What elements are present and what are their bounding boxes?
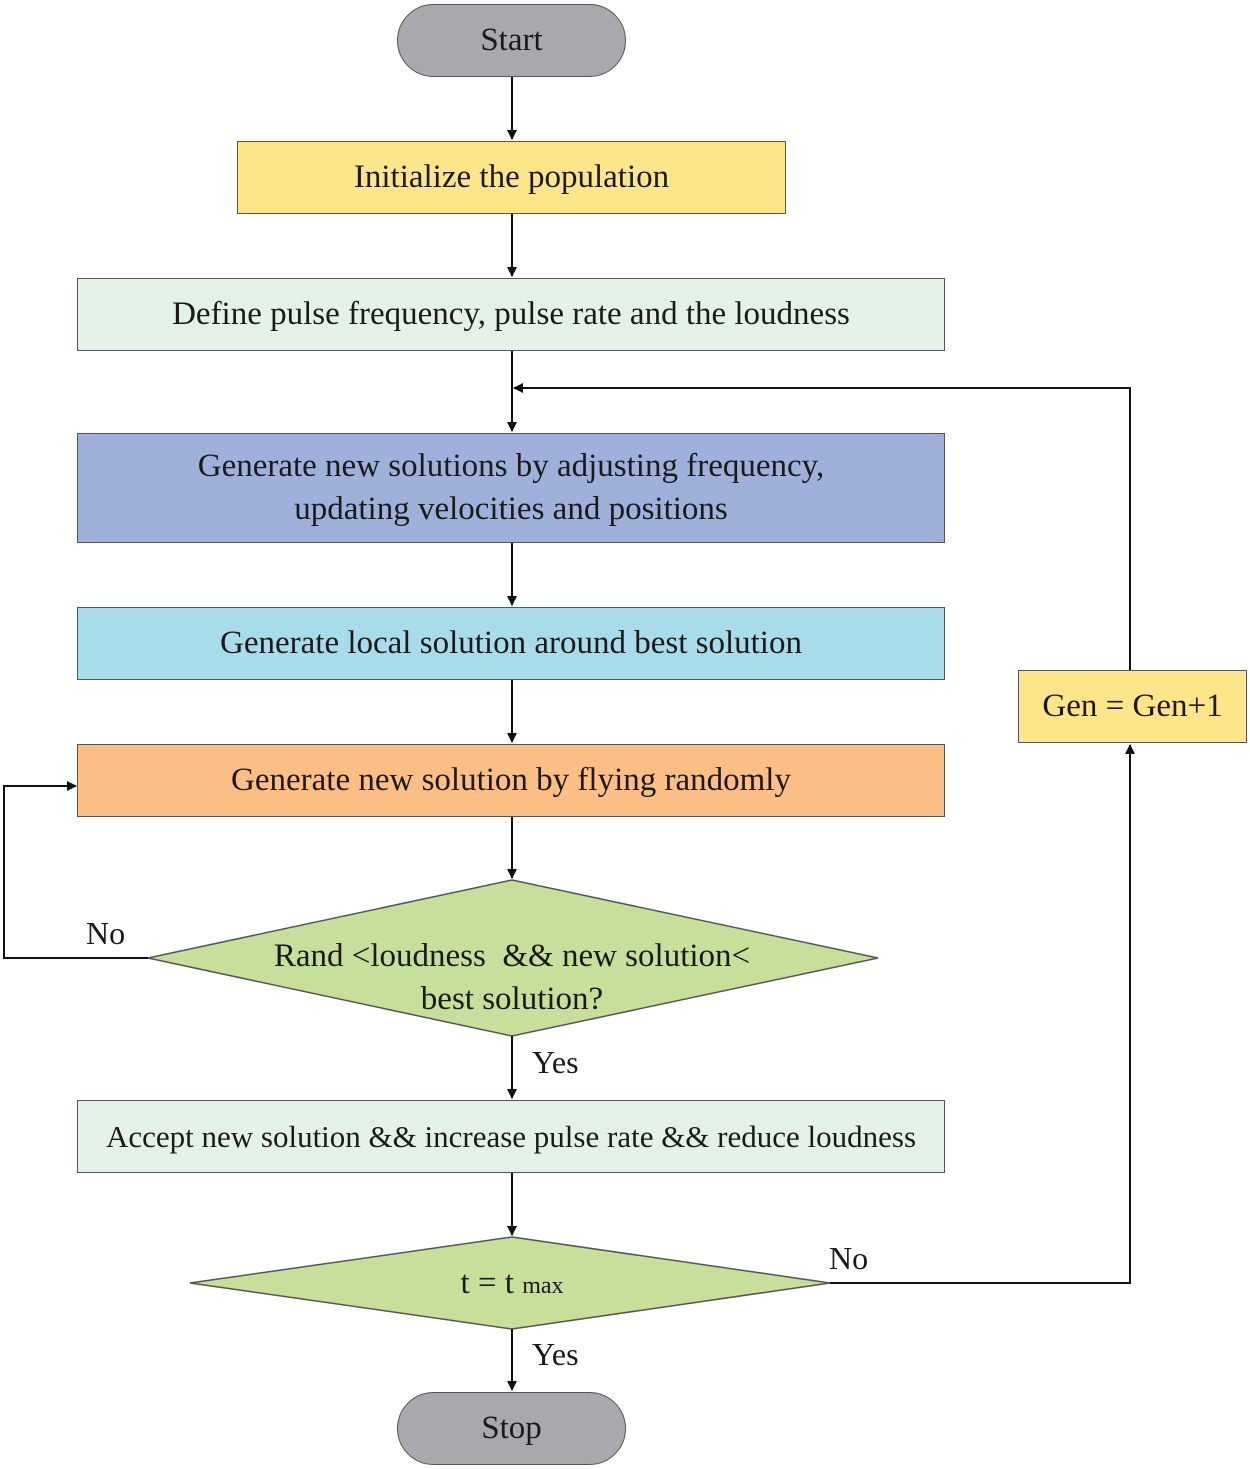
gen-increment-label: Gen = Gen+1	[1042, 688, 1223, 724]
decision-loudness-line2: best solution?	[420, 981, 604, 1017]
decision-loudness-line1: Rand <loudness && new solution<	[273, 938, 751, 974]
accept-solution-label: Accept new solution && increase pulse ra…	[105, 1119, 917, 1154]
local-solution-label: Generate local solution around best solu…	[220, 625, 802, 661]
define-parameters-label: Define pulse frequency, pulse rate and t…	[172, 296, 850, 332]
init-population-label: Initialize the population	[353, 159, 670, 195]
arrow-decision1-no-loop	[3, 781, 148, 959]
decision2-yes-label: Yes	[532, 1336, 579, 1372]
start-label: Start	[480, 22, 543, 58]
gen-increment-box: Gen = Gen+1	[1018, 670, 1247, 743]
stop-label: Stop	[481, 1410, 542, 1446]
decision1-yes-label: Yes	[532, 1044, 579, 1080]
decision-loudness-text: Rand <loudness && new solution< best sol…	[212, 935, 812, 1021]
generate-solutions-line1: Generate new solutions by adjusting freq…	[197, 448, 825, 484]
start-terminal: Start	[397, 4, 626, 77]
decision-tmax-main: t = t	[460, 1265, 514, 1301]
fly-randomly-box: Generate new solution by flying randomly	[77, 744, 945, 817]
arrow-decision2-no-gen	[830, 744, 1135, 1284]
init-population-box: Initialize the population	[237, 141, 786, 214]
arrow-gen-loopback	[513, 383, 1131, 670]
decision-tmax-text: t = t max	[362, 1262, 662, 1308]
decision-tmax-sub: max	[522, 1273, 564, 1299]
generate-solutions-line2: updating velocities and positions	[294, 491, 728, 527]
stop-terminal: Stop	[397, 1392, 626, 1465]
generate-solutions-box: Generate new solutions by adjusting freq…	[77, 433, 945, 543]
accept-solution-box: Accept new solution && increase pulse ra…	[77, 1100, 945, 1173]
local-solution-box: Generate local solution around best solu…	[77, 607, 945, 680]
define-parameters-box: Define pulse frequency, pulse rate and t…	[77, 278, 945, 351]
fly-randomly-label: Generate new solution by flying randomly	[231, 762, 791, 798]
decision1-no-label: No	[86, 915, 126, 951]
decision2-no-label: No	[829, 1240, 869, 1276]
